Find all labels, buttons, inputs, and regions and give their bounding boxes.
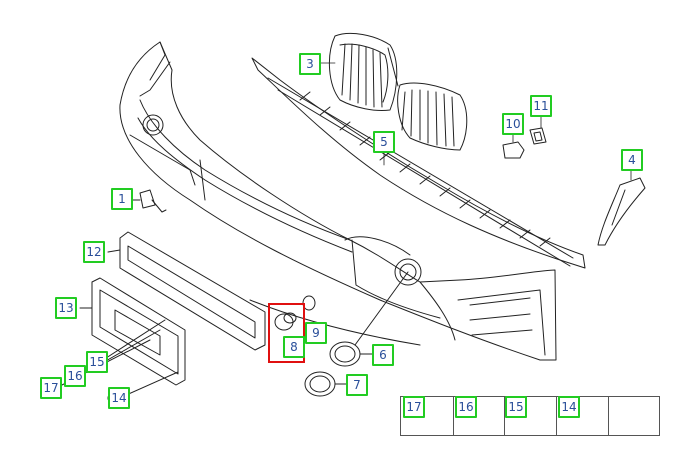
leader-lines xyxy=(319,62,632,181)
callout-9[interactable]: 9 xyxy=(305,322,327,344)
bumper-cover xyxy=(119,41,557,361)
callout-11[interactable]: 11 xyxy=(530,95,552,117)
callout-12[interactable]: 12 xyxy=(83,241,105,263)
legend-divider xyxy=(556,397,557,435)
callout-8[interactable]: 8 xyxy=(283,336,305,358)
legend-callout-14[interactable]: 14 xyxy=(558,396,580,418)
fastener-legend xyxy=(400,396,660,436)
callout-16[interactable]: 16 xyxy=(64,365,86,387)
callout-13[interactable]: 13 xyxy=(55,297,77,319)
callout-1[interactable]: 1 xyxy=(111,188,133,210)
licence-plate-base xyxy=(107,231,266,351)
licence-plate-holder xyxy=(79,277,186,386)
kidney-grilles xyxy=(328,32,468,151)
legend-callout-15[interactable]: 15 xyxy=(505,396,527,418)
clip-parts xyxy=(502,127,547,159)
callout-6[interactable]: 6 xyxy=(372,344,394,366)
legend-callout-16[interactable]: 16 xyxy=(455,396,477,418)
callout-14[interactable]: 14 xyxy=(108,387,130,409)
trim-rings xyxy=(304,271,409,397)
legend-divider xyxy=(504,397,505,435)
side-trim xyxy=(597,177,646,246)
callout-4[interactable]: 4 xyxy=(621,149,643,171)
callout-17[interactable]: 17 xyxy=(40,377,62,399)
grille-mesh xyxy=(251,57,586,269)
callout-3[interactable]: 3 xyxy=(299,53,321,75)
callout-7[interactable]: 7 xyxy=(346,374,368,396)
legend-divider xyxy=(453,397,454,435)
legend-divider xyxy=(608,397,609,435)
selected-part-highlight xyxy=(268,303,305,363)
callout-5[interactable]: 5 xyxy=(373,131,395,153)
callout-15[interactable]: 15 xyxy=(86,351,108,373)
callout-10[interactable]: 10 xyxy=(502,113,524,135)
tow-hook-cover xyxy=(129,189,167,213)
legend-callout-17[interactable]: 17 xyxy=(403,396,425,418)
